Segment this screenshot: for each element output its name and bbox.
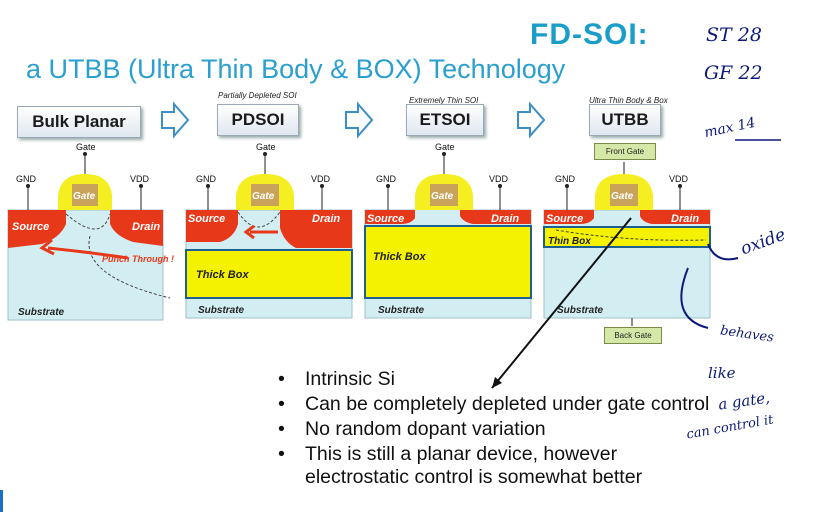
stage-etsoi: ETSOI [406, 104, 484, 136]
device-cross-sections: GND VDD Gate Gate Source Drain Punch Thr… [7, 142, 711, 326]
front-gate-label: Front Gate [594, 143, 656, 160]
source-label: Source [12, 221, 49, 233]
svg-text:Gate: Gate [611, 191, 634, 202]
slide-edge-marker [0, 490, 3, 512]
etsoi-diagram: GND VDD Gate Gate Source Drain Thick Box… [364, 142, 532, 319]
stage-etsoi-sublabel: Extremely Thin SOI [409, 96, 479, 105]
gate-label: Gate [73, 191, 96, 202]
punch-through-label: Punch Through ! [102, 254, 174, 264]
svg-text:Gate: Gate [431, 191, 454, 202]
drain-label: Drain [132, 221, 160, 233]
bullet-item: No random dopant variation [276, 418, 716, 441]
svg-text:VDD: VDD [311, 174, 331, 184]
arrow-icon [517, 101, 546, 139]
substrate-label: Substrate [18, 307, 65, 318]
gnd-label: GND [16, 174, 37, 184]
svg-text:VDD: VDD [489, 174, 509, 184]
arrow-icon [345, 101, 374, 139]
svg-text:Gate: Gate [435, 142, 455, 152]
stage-pdsoi: PDSOI [217, 104, 299, 136]
note-st: ST 28 [706, 24, 762, 46]
arrow-icon [161, 101, 190, 139]
stage-utbb-sublabel: Ultra Thin Body & Box [589, 96, 668, 105]
svg-text:Thick Box: Thick Box [373, 251, 426, 263]
back-gate-label: Back Gate [604, 327, 662, 344]
gate-terminal-label: Gate [76, 142, 96, 152]
thin-box-label: Thin Box [548, 236, 591, 247]
bullet-item: This is still a planar device, however e… [276, 443, 716, 489]
bullet-list: Intrinsic Si Can be completely depleted … [276, 368, 716, 491]
svg-text:Substrate: Substrate [378, 305, 425, 316]
svg-text:VDD: VDD [669, 174, 689, 184]
svg-text:Gate: Gate [252, 191, 275, 202]
svg-text:Source: Source [546, 213, 583, 225]
pdsoi-diagram: GND VDD Gate Gate Source Drain Thick Box… [185, 142, 353, 319]
svg-text:Gate: Gate [256, 142, 276, 152]
svg-text:GND: GND [376, 174, 397, 184]
slide-title: a UTBB (Ultra Thin Body & BOX) Technolog… [26, 54, 566, 84]
svg-text:Drain: Drain [671, 213, 699, 225]
svg-text:Source: Source [367, 213, 404, 225]
bullet-item: Intrinsic Si [276, 368, 716, 391]
svg-text:Drain: Drain [312, 213, 340, 225]
svg-text:GND: GND [555, 174, 576, 184]
thick-box-label: Thick Box [196, 269, 249, 281]
note-gf: GF 22 [704, 62, 763, 84]
vdd-label: VDD [130, 174, 150, 184]
bullet-item: Can be completely depleted under gate co… [276, 393, 716, 416]
svg-text:Source: Source [188, 213, 225, 225]
stage-pdsoi-sublabel: Partially Depleted SOI [218, 91, 297, 100]
bulk-planar-diagram: GND VDD Gate Gate Source Drain Punch Thr… [7, 142, 174, 321]
fdsoi-logo: FD-SOI: [530, 18, 649, 51]
stage-utbb: UTBB [589, 104, 661, 136]
svg-text:GND: GND [196, 174, 217, 184]
svg-text:Substrate: Substrate [198, 305, 245, 316]
svg-text:Substrate: Substrate [557, 305, 604, 316]
svg-text:Drain: Drain [491, 213, 519, 225]
stage-bulk-planar: Bulk Planar [17, 106, 141, 138]
